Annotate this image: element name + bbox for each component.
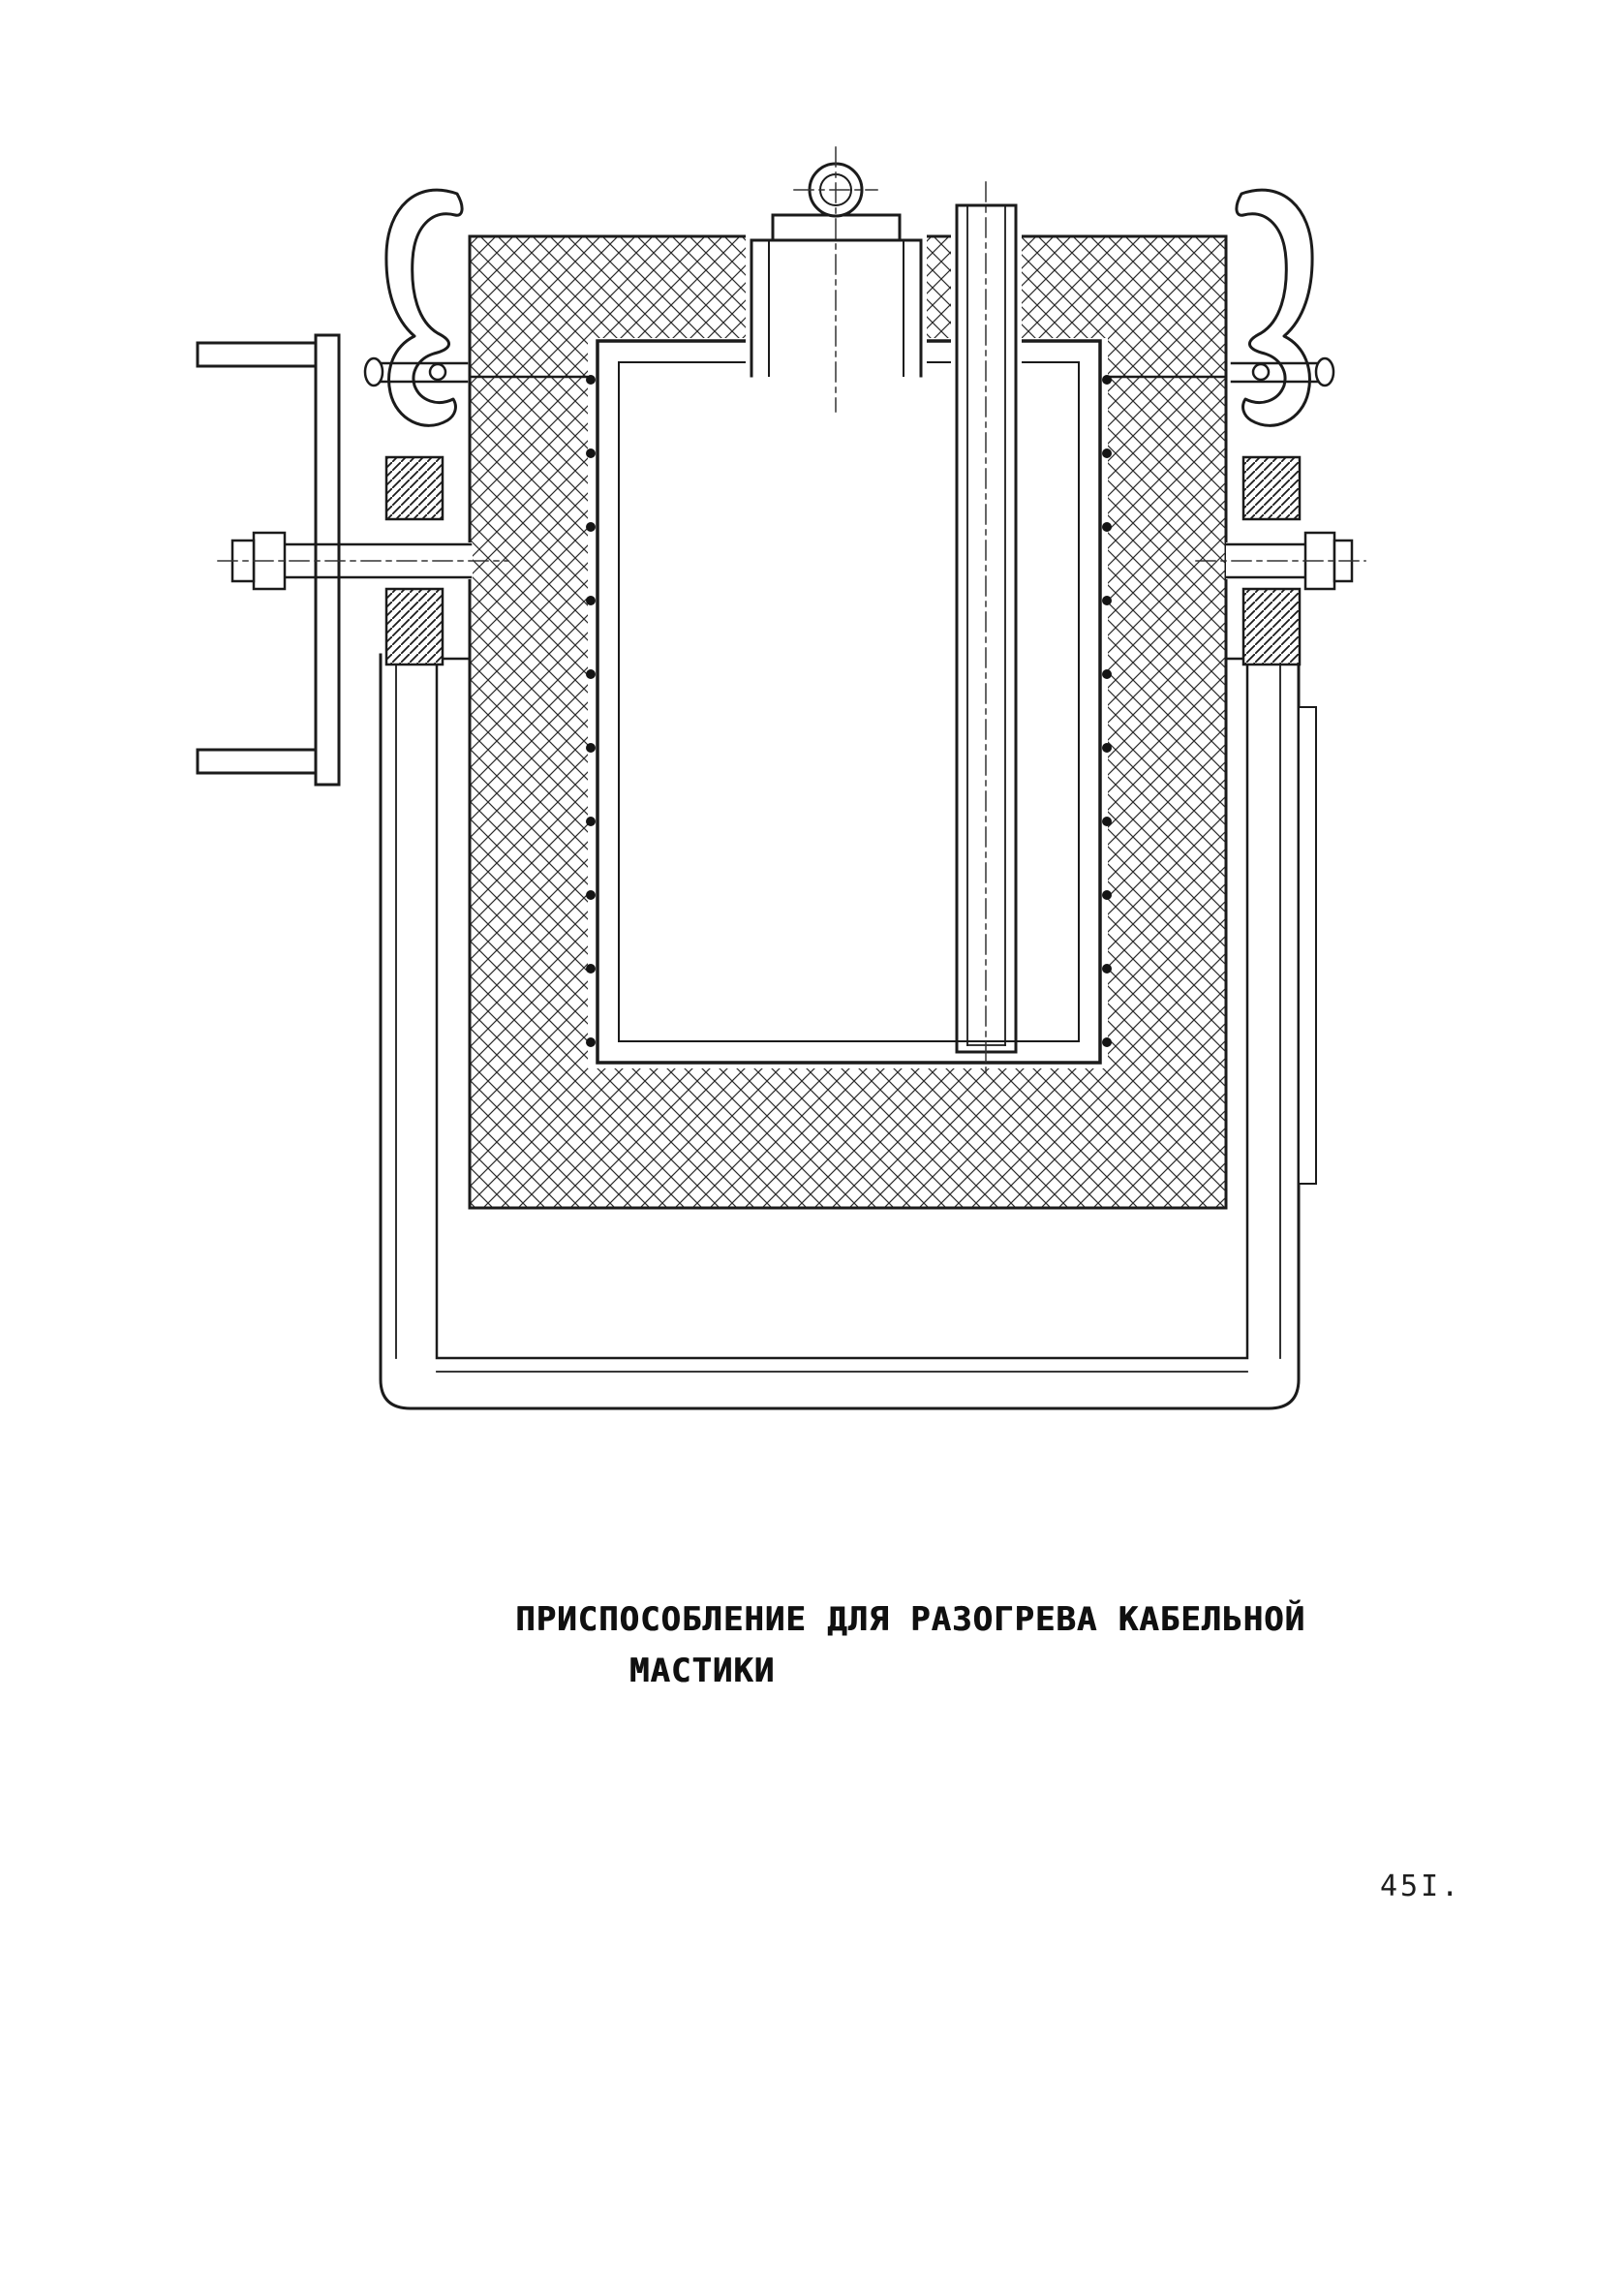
filler-neck <box>746 146 927 413</box>
inner-vessel <box>588 338 1108 1068</box>
right-lifting-hook <box>1230 188 1335 427</box>
right-trunnion-bolt <box>1195 531 1366 591</box>
casing-side-strip <box>1298 706 1317 1185</box>
figure-caption-line2: МАСТИКИ <box>628 1652 776 1690</box>
center-tube <box>951 181 1022 1076</box>
bracket-upper-arm <box>196 341 318 368</box>
left-toggle-knob <box>363 356 384 387</box>
mounting-bracket <box>196 333 341 787</box>
left-trunnion-bolt <box>217 531 509 591</box>
left-lifting-hook <box>363 188 469 427</box>
bearing-blocks <box>384 455 1302 666</box>
right-toggle-knob <box>1314 356 1335 387</box>
bracket-lower-arm <box>196 748 318 775</box>
figure-caption-line1: ПРИСПОСОБЛЕНИЕ ДЛЯ РАЗОГРЕВА КАБЕЛЬНОЙ <box>515 1600 1305 1639</box>
heating-coil-turns <box>586 375 1112 1047</box>
right-toggle-pin <box>1251 362 1271 382</box>
left-toggle-pin <box>428 362 447 382</box>
page-number: 45I. <box>1380 1870 1462 1903</box>
